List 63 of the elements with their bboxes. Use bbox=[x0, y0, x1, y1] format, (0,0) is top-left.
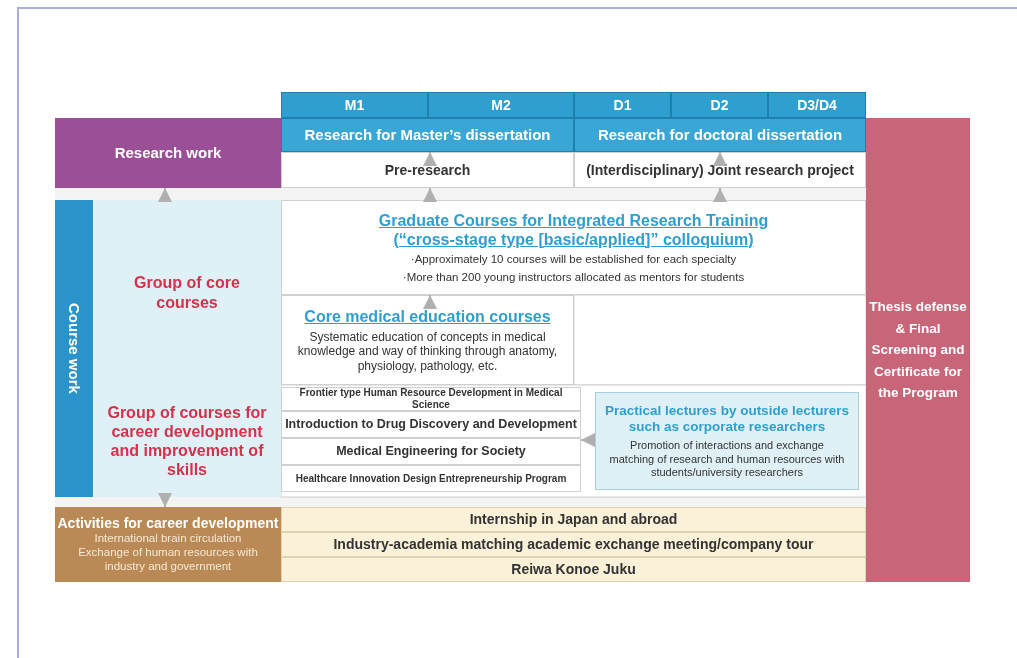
bullet-text: ·More than 200 young instructors allocated as mentors for students bbox=[402, 270, 745, 285]
bullet-text: ·Approximately 10 courses will be established for each specialty bbox=[410, 252, 737, 267]
activity-row bbox=[281, 532, 866, 557]
callout-text: Promotion of interactions and exchange matching of research and human resources with students/university researchers bbox=[608, 439, 846, 479]
pointer-arrow bbox=[158, 493, 172, 508]
course-row bbox=[281, 465, 581, 492]
pointer-arrow bbox=[713, 151, 727, 166]
year-label: D3/D4 bbox=[797, 96, 837, 114]
year-label: D2 bbox=[710, 96, 729, 114]
pointer-arrow bbox=[580, 433, 596, 447]
cell-label: (Interdisciplinary) Joint research project bbox=[586, 161, 854, 179]
year-label: D1 bbox=[613, 96, 632, 114]
stage-band bbox=[574, 118, 866, 152]
course-label: Frontier type Human Resource Development in Medical Science bbox=[298, 387, 564, 411]
stage-band bbox=[281, 118, 574, 152]
activity-row bbox=[281, 507, 866, 532]
band-label: Research for doctoral dissertation bbox=[597, 126, 843, 144]
category-band bbox=[55, 118, 281, 188]
course-label: Introduction to Drug Discovery and Development bbox=[285, 417, 577, 432]
course-title: Core medical education courses bbox=[304, 306, 551, 326]
course-panel bbox=[281, 295, 574, 385]
activity-title: Activities for career development bbox=[57, 515, 279, 533]
band-label: Research work bbox=[114, 144, 222, 162]
group-label: Group of courses for career development and improvement of skills bbox=[106, 402, 268, 480]
cell-label: Pre-research bbox=[384, 161, 471, 179]
pointer-arrow bbox=[423, 187, 437, 202]
activity-label: Reiwa Konoe Juku bbox=[511, 561, 636, 578]
group-panel bbox=[93, 200, 281, 385]
category-band bbox=[55, 200, 93, 497]
category-band bbox=[55, 507, 281, 582]
course-row bbox=[281, 411, 581, 438]
band-label: Course work bbox=[65, 303, 83, 394]
outcome-label: Thesis defense & Final Screening and Certificate for the Program bbox=[868, 298, 968, 403]
year-label: M2 bbox=[491, 96, 511, 114]
pointer-arrow bbox=[158, 187, 172, 202]
course-panel bbox=[281, 200, 866, 295]
course-row bbox=[281, 438, 581, 465]
project-cell bbox=[574, 152, 866, 188]
year-label: M1 bbox=[344, 96, 365, 114]
outcome-band bbox=[866, 118, 970, 582]
activity-label: Internship in Japan and abroad bbox=[469, 511, 678, 528]
activity-row bbox=[281, 557, 866, 582]
activity-label: Industry-academia matching academic exchange meeting/company tour bbox=[333, 536, 814, 553]
header-cell bbox=[428, 92, 574, 118]
header-cell bbox=[768, 92, 866, 118]
description-text: Systematic education of concepts in medical knowledge and way of thinking through anatomy, physiology, pathology, etc. bbox=[297, 330, 558, 374]
callout-box bbox=[595, 392, 859, 490]
header-cell bbox=[281, 92, 428, 118]
activity-text: Exchange of human resources with industry and government bbox=[77, 546, 259, 574]
course-label: Medical Engineering for Society bbox=[336, 444, 526, 459]
group-panel bbox=[93, 385, 281, 497]
project-cell bbox=[281, 152, 574, 188]
activity-text: International brain circulation bbox=[94, 532, 242, 546]
pointer-arrow bbox=[423, 151, 437, 166]
pointer-arrow bbox=[423, 294, 437, 309]
course-label: Healthcare Innovation Design Entrepreneurship Program bbox=[295, 472, 567, 485]
header-cell bbox=[671, 92, 768, 118]
pointer-arrow bbox=[713, 187, 727, 202]
header-cell bbox=[574, 92, 671, 118]
course-title: Graduate Courses for Integrated Research Training (“cross-stage type [basic/applied]” colloquium) bbox=[377, 210, 770, 249]
callout-title: Practical lectures by outside lecturers such as corporate researchers bbox=[604, 403, 850, 436]
band-label: Research for Master’s dissertation bbox=[304, 126, 551, 144]
group-label: Group of core courses bbox=[133, 273, 241, 312]
